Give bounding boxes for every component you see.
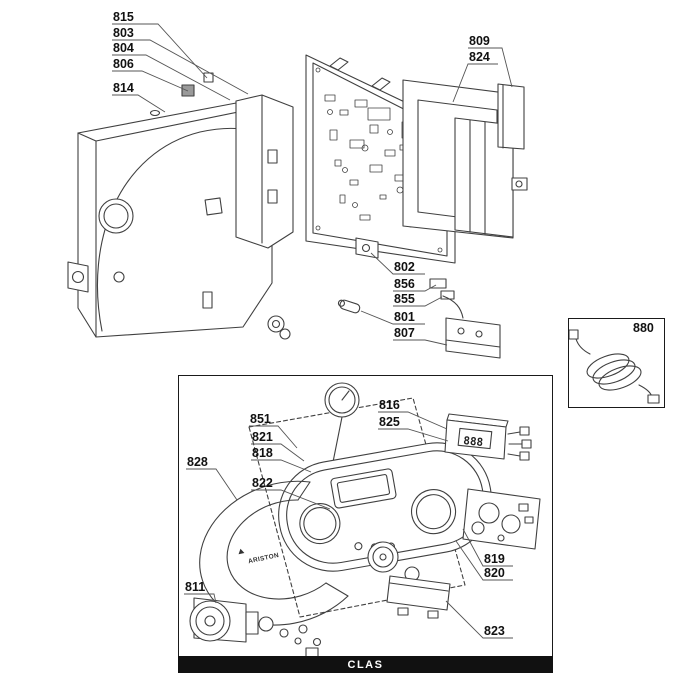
part-label-856: 856 [394, 277, 415, 291]
part-label-822: 822 [252, 476, 273, 490]
part-label-809: 809 [469, 34, 490, 48]
part-label-820: 820 [484, 566, 505, 580]
leader-lines [112, 23, 513, 639]
part-label-801: 801 [394, 310, 415, 324]
part-label-821: 821 [252, 430, 273, 444]
pump-part-drawing [189, 597, 322, 658]
part-label-828: 828 [187, 455, 208, 469]
display-module-drawing [444, 413, 532, 461]
part-label-851: 851 [250, 412, 271, 426]
panel-face-drawing [278, 442, 492, 572]
control-panel-frame [178, 375, 553, 657]
model-caption: CLAS [347, 658, 384, 671]
part-label-824: 824 [469, 50, 490, 64]
part-label-823: 823 [484, 624, 505, 638]
part-label-819: 819 [484, 552, 505, 566]
inset-box-880 [568, 318, 665, 408]
rear-pcb-cluster-drawing [462, 488, 541, 550]
casing-side-panel-drawing [235, 94, 294, 249]
brand-logo-icon [238, 548, 245, 555]
part-label-811: 811 [185, 580, 206, 594]
part-label-804: 804 [113, 41, 134, 55]
part-label-814: 814 [113, 81, 134, 95]
control-knob-drawing [367, 541, 420, 582]
mounting-bracket-drawing [386, 575, 451, 619]
part-label-807: 807 [394, 326, 415, 340]
part-label-802: 802 [394, 260, 415, 274]
control-panel-assembly-drawing [189, 382, 541, 658]
top-clip-parts-drawing [181, 72, 214, 97]
part-label-806: 806 [113, 57, 134, 71]
part-label-803: 803 [113, 26, 134, 40]
part-label-815: 815 [113, 10, 134, 24]
part-label-855: 855 [394, 292, 415, 306]
part-label-825: 825 [379, 415, 400, 429]
display-readout: 888 [463, 434, 484, 449]
part-label-816: 816 [379, 398, 400, 412]
cable-880-drawing [568, 329, 660, 404]
part-label-818: 818 [252, 446, 273, 460]
small-electrical-parts-drawing [337, 237, 501, 359]
model-caption-bar: CLAS [178, 656, 553, 673]
part-label-880: 880 [633, 321, 654, 335]
right-cover-parts-drawing [402, 79, 528, 239]
